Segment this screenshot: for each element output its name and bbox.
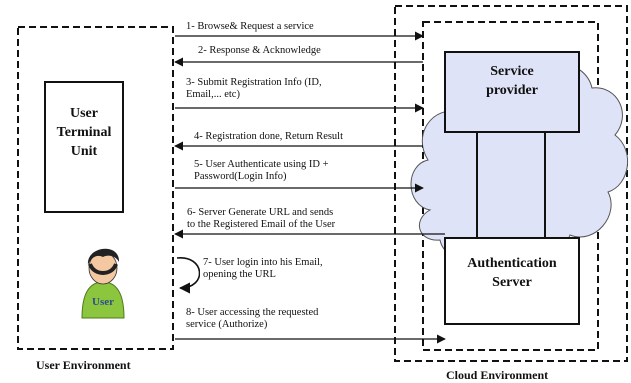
user-avatar-icon	[81, 248, 125, 319]
step-4-label: 4- Registration done, Return Result	[191, 130, 347, 144]
cloud-environment-label: Cloud Environment	[446, 368, 549, 382]
cloud-environment-frame-outer	[394, 5, 628, 362]
service-provider-box	[444, 51, 580, 133]
step-3-label: 3- Submit Registration Info (ID, Email,.…	[183, 76, 325, 102]
service-provider-label: Service provider	[486, 64, 538, 98]
user-environment-label: User Environment	[36, 358, 131, 372]
step-7-label: 7- User login into his Email, opening th…	[200, 256, 326, 282]
step-8-label: 8- User accessing the requested service …	[183, 306, 322, 332]
step-7-self-loop-arrow	[176, 257, 201, 294]
user-environment-frame	[17, 26, 174, 350]
user-terminal-label: User Terminal Unit	[56, 106, 112, 159]
user-terminal-box	[44, 81, 124, 213]
step-5-label: 5- User Authenticate using ID + Password…	[191, 158, 332, 184]
step-1-label: 1- Browse& Request a service	[183, 20, 317, 34]
authentication-server-label: Authentication Server	[467, 256, 557, 290]
authentication-server-box	[444, 237, 580, 325]
step-2-label: 2- Response & Acknowledge	[195, 44, 324, 58]
step-6-label: 6- Server Generate URL and sends to the …	[184, 206, 339, 232]
user-avatar-text: User	[92, 296, 114, 308]
